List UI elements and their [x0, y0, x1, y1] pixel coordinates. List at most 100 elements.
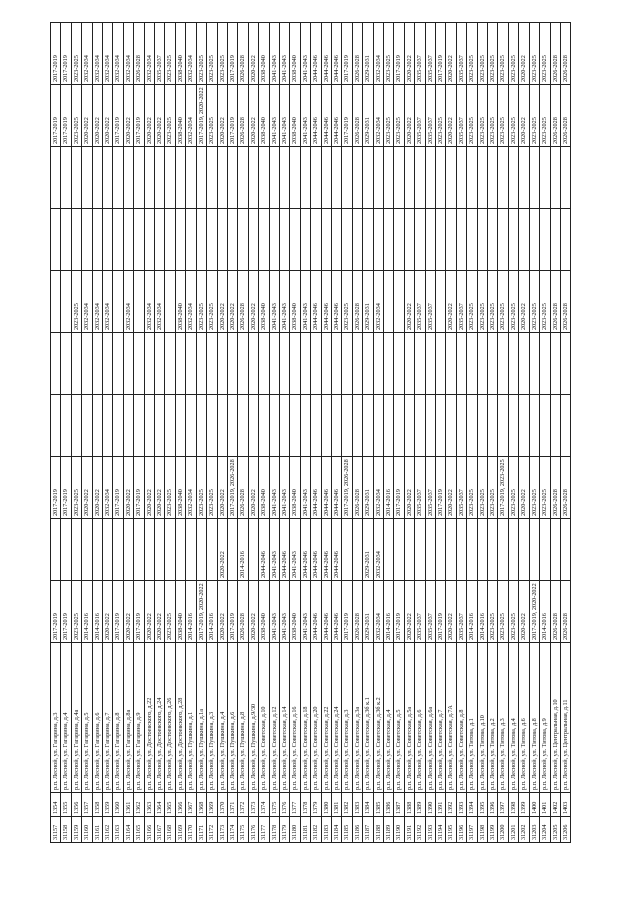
period-cell	[71, 394, 82, 457]
row-number-cell: 1375	[269, 792, 280, 817]
period-cell	[71, 332, 82, 395]
address-cell: р.п. Лесной, ул. Пушкина, д.8	[237, 642, 249, 793]
address-cell: р.п. Лесной, ул. Советская, д.5а	[404, 642, 415, 793]
period-cell: 2041-2043	[300, 84, 311, 147]
period-cell	[560, 332, 571, 395]
period-cell	[227, 518, 238, 581]
period-cell: 2020-2022	[445, 456, 457, 519]
period-cell: 2026-2028	[560, 22, 571, 85]
period-cell: 2023-2025	[217, 22, 228, 85]
period-cell: 2017-2019	[60, 580, 72, 643]
period-cell	[414, 332, 426, 395]
period-cell: 2044-2046	[321, 456, 332, 519]
row-number-cell: 1370	[217, 792, 228, 817]
period-cell	[164, 270, 176, 333]
period-cell: 2026-2028	[550, 270, 561, 333]
period-cell	[185, 332, 197, 395]
period-cell	[456, 518, 467, 581]
period-cell: 2020-2022	[144, 456, 155, 519]
period-cell	[383, 146, 394, 209]
period-cell	[414, 208, 426, 271]
period-cell	[217, 208, 228, 271]
period-cell	[341, 146, 353, 209]
period-cell: 2044-2046	[321, 270, 332, 333]
address-cell: р.п. Лесной, ул. Пушкина, д.1	[185, 642, 197, 793]
period-cell: 2020-2022	[217, 580, 228, 643]
period-cell: 2038-2040	[289, 84, 301, 147]
period-cell	[196, 394, 207, 457]
row-number-cell: 1367	[185, 792, 197, 817]
period-cell: 2020-2022	[102, 580, 113, 643]
period-cell: 2032-2034	[123, 22, 134, 85]
period-cell	[237, 394, 249, 457]
period-cell: 2020-2022	[404, 580, 415, 643]
period-cell: 2023-2025	[529, 456, 540, 519]
period-cell	[550, 146, 561, 209]
address-cell: р.п. Лесной, ул. Гагарина, д.4	[60, 642, 72, 793]
row-number-cell: 1389	[414, 792, 426, 817]
period-cell	[123, 332, 134, 395]
period-cell	[362, 394, 374, 457]
period-cell: 2020-2022	[154, 456, 165, 519]
period-cell	[456, 394, 467, 457]
period-cell: 2041-2043	[300, 456, 311, 519]
address-cell: р.п. Лесной, ул. Советская, д.12	[269, 642, 280, 793]
period-cell	[133, 270, 145, 333]
period-cell: 2038-2040	[258, 22, 270, 85]
address-cell: р.п. Лесной, ул. Гагарина, д.3	[50, 642, 61, 793]
period-cell: 2014-2016	[383, 580, 394, 643]
period-cell: 2044-2046	[310, 22, 322, 85]
period-cell: 2020-2022	[404, 270, 415, 333]
period-cell	[175, 208, 186, 271]
row-number-cell: 1372	[237, 792, 249, 817]
row-id-cell: 31196	[456, 816, 467, 843]
period-cell	[435, 394, 446, 457]
address-cell: р.п. Лесной, ул. Советская, д.5	[393, 642, 405, 793]
period-cell	[560, 518, 571, 581]
address-cell: р.п. Лесной, ул. Пушкина, д.1а	[196, 642, 207, 793]
period-cell	[383, 270, 394, 333]
period-cell	[206, 518, 217, 581]
period-cell: 2026-2028	[560, 580, 571, 643]
period-cell	[487, 332, 498, 395]
row-id-cell: 31188	[373, 816, 384, 843]
period-cell	[414, 518, 426, 581]
period-cell	[123, 208, 134, 271]
period-cell	[362, 332, 374, 395]
period-cell: 2026-2028	[560, 456, 571, 519]
period-cell: 2038-2040	[289, 580, 301, 643]
row-number-cell: 1398	[508, 792, 519, 817]
row-id-cell: 31167	[154, 816, 165, 843]
period-cell: 2026-2028	[550, 580, 561, 643]
period-cell	[425, 146, 436, 209]
row-id-cell: 31168	[164, 816, 176, 843]
row-id-cell: 31192	[414, 816, 426, 843]
period-cell	[185, 146, 197, 209]
period-cell	[341, 208, 353, 271]
period-cell	[487, 208, 498, 271]
period-cell: 2023-2025	[71, 580, 82, 643]
period-cell: 2017-2019	[60, 84, 72, 147]
address-cell: р.п. Лесной, ул. Титова, д.1	[466, 642, 478, 793]
period-cell: 2044-2046	[310, 580, 322, 643]
row-number-cell: 1386	[383, 792, 394, 817]
period-cell	[518, 518, 530, 581]
period-cell	[456, 208, 467, 271]
period-cell: 2023-2025	[529, 22, 540, 85]
period-cell	[144, 146, 155, 209]
row-number-cell: 1373	[248, 792, 259, 817]
period-cell: 2017-2019	[393, 580, 405, 643]
period-cell	[112, 518, 124, 581]
period-cell	[393, 270, 405, 333]
period-cell	[435, 332, 446, 395]
period-cell	[258, 332, 270, 395]
